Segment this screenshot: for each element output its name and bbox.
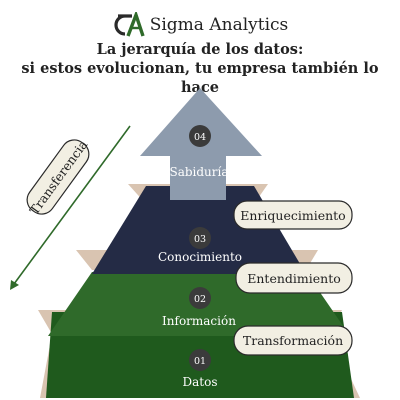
level-02: 02 Información [162,287,236,328]
transition-entendimiento-label: Entendimiento [247,271,341,286]
level-04: 04 Sabiduría [169,125,229,179]
transition-entendimiento: Entendimiento [235,262,353,294]
headline-line-2: si estos evolucionan, tu empresa también… [21,60,379,96]
level-04-name: Sabiduría [169,165,228,179]
transition-transformacion-label: Transformación [243,333,343,348]
level-04-number: 04 [194,132,206,143]
level-02-name: Información [162,314,236,328]
brand-name: Sigma Analytics [149,15,289,35]
transition-transformacion: Transformación [233,325,353,356]
level-01-name: Datos [183,375,218,389]
headline-line-1: La jerarquía de los datos: [96,41,304,58]
brand-header: Sigma Analytics [0,10,400,40]
level-01: 01 Datos [183,349,218,389]
level-03-number: 03 [194,234,206,245]
level-01-number: 01 [194,356,206,367]
transition-enriquecimiento: Enriquecimiento [233,200,353,230]
transfer-label-box: Transferencia [26,137,90,218]
transfer-arrow [10,125,131,290]
sigma-a-logo-icon [114,12,145,37]
headline: La jerarquía de los datos: si estos evol… [0,40,400,97]
level-03-name: Conocimiento [158,250,242,264]
transition-enriquecimiento-label: Enriquecimiento [240,208,345,223]
level-02-number: 02 [194,294,206,305]
level-03: 03 Conocimiento [158,227,242,264]
transfer-label: Transferencia [26,137,90,218]
